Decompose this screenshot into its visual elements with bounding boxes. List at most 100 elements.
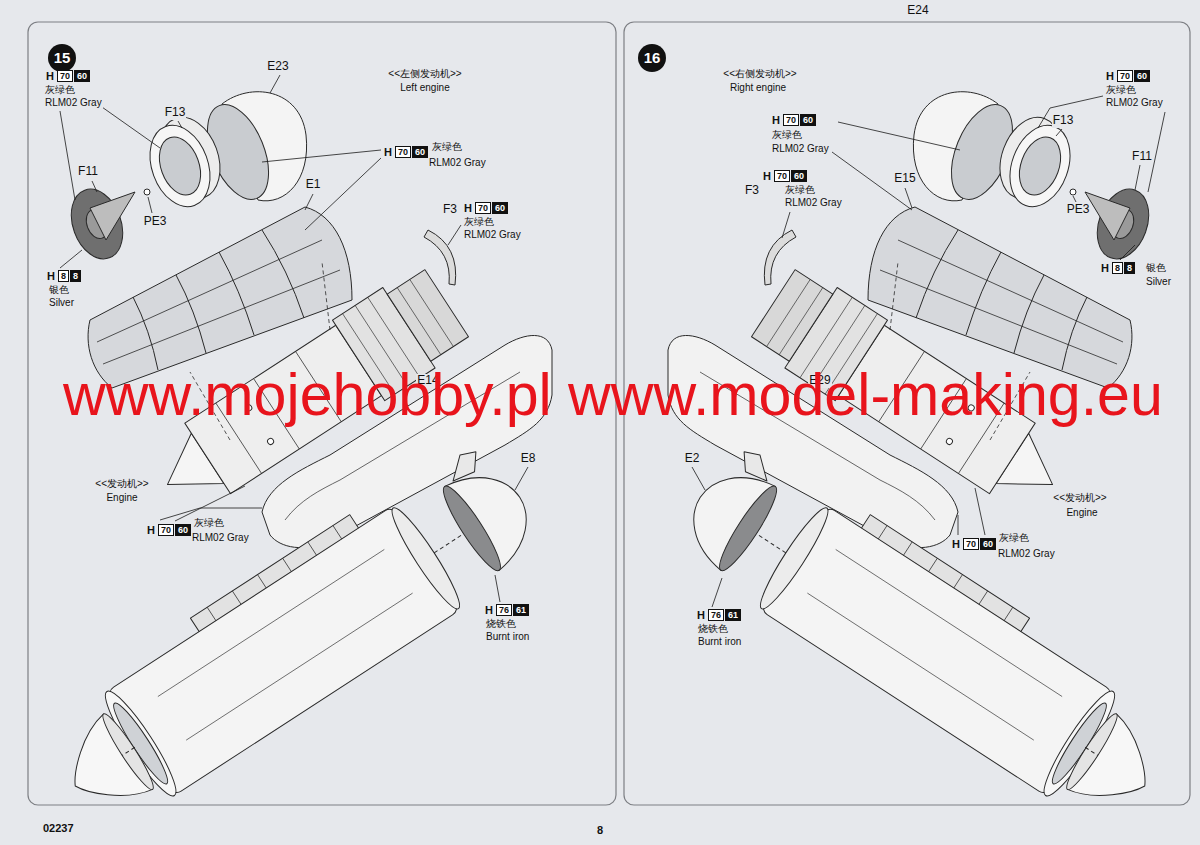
- annotation-text: Burnt iron: [697, 636, 742, 648]
- annotation-text: 银色: [48, 284, 70, 296]
- paint-code-number: 60: [983, 539, 993, 549]
- page-footer: 8: [596, 824, 604, 837]
- fan-disk: [62, 182, 132, 266]
- paint-code-letter: H: [46, 270, 56, 283]
- leader-line: [1120, 245, 1135, 260]
- leader-line: [782, 212, 790, 238]
- leader-line: [305, 158, 381, 230]
- leader-line: [712, 578, 722, 607]
- paint-code-number: 76: [711, 610, 721, 620]
- leader-line: [60, 111, 75, 200]
- paint-code-letter: H: [762, 170, 772, 183]
- paint-code-solid-box: 60: [492, 202, 508, 214]
- paint-code-letter: H: [951, 538, 961, 551]
- paint-code-number: 70: [786, 115, 796, 125]
- step-number-circle: 16: [638, 44, 666, 72]
- step-number: 15: [48, 44, 76, 72]
- leader-line: [495, 575, 500, 602]
- annotation-text: 灰绿色: [463, 216, 495, 228]
- paint-code-letter: H: [463, 202, 473, 215]
- ring-back: [149, 109, 230, 207]
- paint-code-box: 70: [774, 170, 790, 182]
- part-number: PE3: [143, 215, 168, 229]
- leader-line: [1135, 165, 1140, 190]
- paint-code-number: 61: [516, 605, 526, 615]
- paint-code-letter: H: [771, 114, 781, 127]
- ring-opening: [152, 131, 208, 200]
- annotation-text: RLM02 Gray: [44, 97, 103, 109]
- part-number: E23: [266, 60, 289, 74]
- part-number: F3: [744, 184, 760, 198]
- section-title: <<发动机>>: [1052, 492, 1107, 504]
- paint-code-number: 60: [178, 525, 188, 535]
- paint-code-solid-box: 60: [791, 170, 807, 182]
- paint-code-solid-box: 61: [725, 609, 741, 621]
- part-number: F11: [1131, 150, 1153, 164]
- annotation-text: 灰绿色: [193, 517, 225, 529]
- annotation-text: 烧铁色: [697, 623, 729, 635]
- annotation-text: 灰绿色: [998, 532, 1030, 544]
- annotation-text: RLM02 Gray: [784, 197, 843, 209]
- leader-line: [1073, 196, 1076, 202]
- paint-code-number: 60: [794, 171, 804, 181]
- part-number: F13: [164, 106, 187, 120]
- section-title: <<发动机>>: [94, 478, 149, 490]
- paint-code-box: 70: [1117, 70, 1133, 82]
- paint-code-solid-box: 8: [70, 270, 81, 282]
- paint-code-box: 70: [783, 114, 799, 126]
- annotation-text: 烧铁色: [485, 618, 517, 630]
- paint-code-number: 60: [803, 115, 813, 125]
- leader-line: [692, 467, 705, 490]
- leader-line: [262, 150, 381, 162]
- section-title: <<左侧发动机>>: [387, 68, 462, 80]
- leader-line: [60, 250, 82, 268]
- ring-front: [139, 117, 220, 215]
- paint-code-number: 70: [966, 539, 976, 549]
- part-number: E8: [520, 452, 537, 466]
- part-number: E2: [684, 452, 701, 466]
- watermark: www.mojehobby.pl www.model-making.eu: [63, 362, 1163, 427]
- annotation-text: Silver: [1145, 276, 1172, 288]
- annotation-text: 灰绿色: [431, 141, 463, 153]
- photo-etch-part: [144, 189, 150, 195]
- spinner-cone: [90, 192, 135, 240]
- paint-code-box: 8: [58, 270, 69, 282]
- paint-code-number: 60: [77, 71, 87, 81]
- paint-code-letter: H: [383, 146, 393, 159]
- annotation-text: Silver: [48, 297, 75, 309]
- leader-line: [92, 181, 97, 192]
- paint-code-solid-box: 60: [980, 538, 996, 550]
- annotation-text: RLM02 Gray: [1105, 97, 1164, 109]
- paint-code-number: 61: [728, 610, 738, 620]
- step-circle-fill: [638, 44, 666, 72]
- annotation-text: 灰绿色: [44, 84, 76, 96]
- section-title: Engine: [105, 492, 138, 504]
- paint-code-number: 60: [1137, 71, 1147, 81]
- paint-code-solid-box: 60: [412, 146, 428, 158]
- section-title: <<右侧发动机>>: [722, 68, 797, 80]
- paint-code-solid-box: 60: [175, 524, 191, 536]
- paint-code-letter: H: [146, 524, 156, 537]
- paint-code-number: 60: [415, 147, 425, 157]
- part-number: F11: [77, 165, 99, 179]
- section-title: Engine: [1065, 507, 1098, 519]
- leader-line: [270, 75, 280, 93]
- cowl-stringers: [97, 240, 340, 364]
- paint-code-number: 60: [495, 203, 505, 213]
- paint-code-number: 8: [73, 271, 78, 281]
- annotation-text: RLM02 Gray: [191, 532, 250, 544]
- annotation-text: RLM02 Gray: [428, 157, 487, 169]
- paint-code-solid-box: 60: [74, 70, 90, 82]
- paint-code-letter: H: [696, 609, 706, 622]
- paint-code-number: 70: [1120, 71, 1130, 81]
- page-footer: 02237: [42, 822, 75, 835]
- part-number: E24: [906, 4, 929, 18]
- leader-line: [175, 486, 245, 521]
- part-number: E1: [305, 178, 322, 192]
- left-engine-drawing: [33, 92, 554, 838]
- right-engine-drawing: [667, 92, 1188, 838]
- paint-code-box: 76: [496, 604, 512, 616]
- paint-code-box: 70: [475, 202, 491, 214]
- paint-code-box: 70: [963, 538, 979, 550]
